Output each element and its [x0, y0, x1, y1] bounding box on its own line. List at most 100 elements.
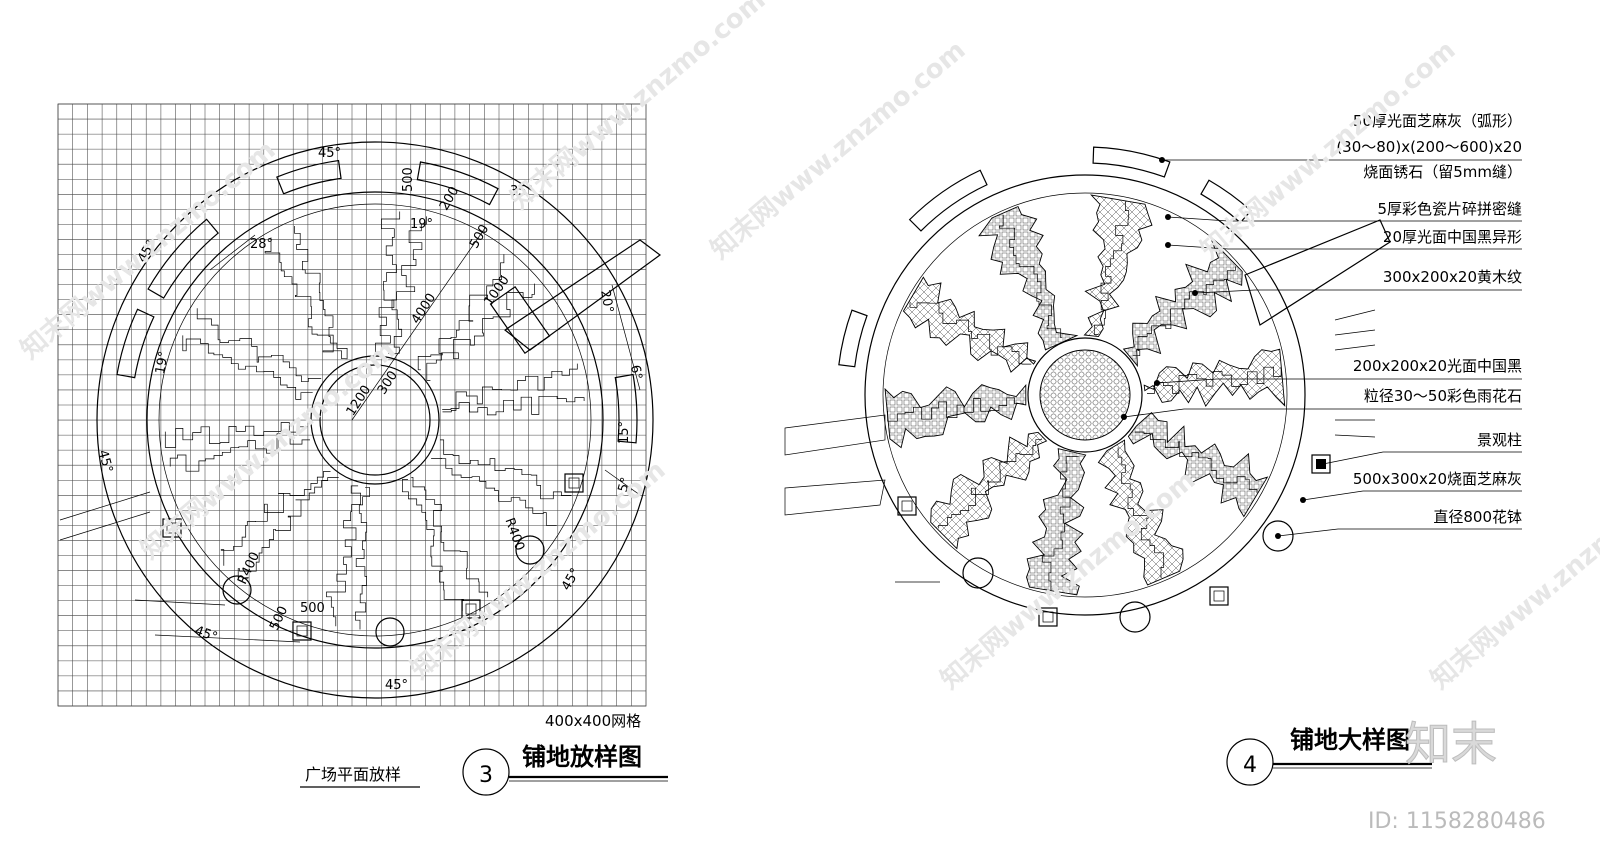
arc-bench	[147, 218, 220, 299]
dim-line-right2	[604, 469, 641, 496]
leader-dot	[1192, 290, 1198, 296]
paving-band	[1026, 448, 1087, 596]
material-label: (30～80)x(200～600)x20	[1336, 138, 1522, 156]
paving-band	[902, 276, 1037, 373]
dim-line-radial	[351, 227, 486, 421]
leader-line	[1302, 490, 1364, 501]
band-core	[1117, 447, 1165, 578]
band-core	[1134, 431, 1258, 494]
material-label: 粒径30～50彩色雨花石	[1364, 387, 1522, 405]
entrance-path	[503, 239, 662, 351]
detail-right-edge	[1334, 309, 1376, 438]
leader-line	[1156, 378, 1218, 384]
leader-line	[1167, 216, 1229, 222]
watermark-text: 知末网www.znzmo.com	[705, 35, 971, 265]
detail-title: 铺地大样图	[1290, 726, 1410, 754]
leader-dot	[1300, 497, 1306, 503]
material-label: 直径800花钵	[1433, 508, 1522, 526]
watermark-logo: 知末	[1405, 717, 1497, 771]
layout-grid	[57, 103, 646, 707]
arc-bench	[1200, 179, 1252, 224]
material-label: 200x200x20光面中国黑	[1353, 357, 1522, 375]
detail-column-2	[1038, 607, 1058, 627]
center-circle-outer	[310, 355, 440, 485]
leader-line	[1322, 451, 1384, 465]
grid-border	[57, 103, 647, 707]
leader-line	[1123, 408, 1185, 418]
dim-line-28	[209, 234, 256, 271]
black-granite-ring	[1027, 337, 1143, 453]
detail-pot-1	[962, 557, 994, 589]
leader-line	[1167, 244, 1229, 250]
detail-column-1-inner	[901, 500, 913, 512]
ray-edge	[264, 237, 346, 360]
material-label: 烧面锈石（留5mm缝）	[1363, 163, 1522, 181]
detail-inner-circle	[882, 192, 1288, 598]
drawing-number-4: 4	[1243, 753, 1257, 778]
outer-ring-circle	[96, 141, 654, 699]
ray-edge	[355, 486, 370, 630]
flower-pot-1	[222, 575, 252, 605]
leader-dot	[1275, 533, 1281, 539]
band-core	[887, 397, 1024, 422]
column-4	[461, 599, 481, 619]
dim-500-box: 500	[401, 167, 416, 192]
ray-edge	[182, 335, 313, 400]
dim-15: 15°	[617, 421, 632, 444]
paving-band	[1122, 239, 1243, 368]
detail-column-3-inner	[1213, 590, 1225, 602]
material-label: 5厚彩色瓷片碎拼密缝	[1377, 200, 1522, 218]
arc-bench	[1092, 146, 1171, 178]
entrance-bench	[489, 285, 551, 355]
dim-35: 35°	[510, 184, 533, 199]
dim-line-right	[611, 284, 641, 391]
arc-bench	[416, 161, 499, 206]
ray-edge	[326, 485, 361, 627]
paving-edge-circle	[158, 203, 592, 637]
band-core	[1093, 201, 1130, 335]
dim-20-right: 20°	[597, 289, 616, 314]
column-3	[292, 621, 312, 641]
inner-ring-circle	[146, 191, 604, 649]
arc-benches-left	[116, 159, 638, 444]
detail-entrance-path	[1244, 219, 1391, 326]
paving-band	[884, 384, 1027, 449]
dim-28: 28°	[250, 237, 273, 252]
dim-45-bottom: 45°	[385, 678, 408, 693]
material-label: 50厚光面芝麻灰（弧形）	[1353, 112, 1522, 130]
leader-dot	[1165, 242, 1171, 248]
detail-outer-circle	[864, 174, 1306, 616]
paving-band	[1097, 439, 1184, 586]
band-core	[1147, 366, 1282, 394]
leader-dot	[1121, 414, 1127, 420]
watermark-text: 知末网www.znzmo.com	[1425, 465, 1600, 695]
detail-pot-3	[1262, 520, 1294, 552]
flower-pot-2	[375, 617, 405, 647]
column-2	[564, 473, 584, 493]
leader-dot	[1154, 380, 1160, 386]
arc-benches-detail	[838, 146, 1252, 368]
dim-19-left: 19°	[153, 350, 172, 375]
drawing-number-circle-4	[1226, 738, 1274, 786]
column-1-inner	[166, 522, 178, 534]
ray-edge	[375, 211, 401, 353]
band-core	[1042, 456, 1079, 590]
watermark-text: 知末网www.znzmo.com	[505, 0, 771, 215]
dim-19-top: 19°	[410, 217, 433, 232]
watermark-id: ID: 1158280486	[1368, 809, 1546, 834]
paving-band	[1143, 348, 1286, 407]
detail-column-4	[1311, 454, 1331, 474]
leader-dot	[1165, 214, 1171, 220]
band-core	[1132, 266, 1236, 357]
jagged-rays-detail	[884, 194, 1286, 596]
arc-bench	[116, 308, 155, 379]
detail-column-3	[1209, 586, 1229, 606]
leader-dot	[1320, 461, 1326, 467]
pebble-center	[1039, 349, 1131, 441]
detail-column-1	[897, 496, 917, 516]
column-4-inner	[465, 603, 477, 615]
plan-subtitle: 广场平面放样	[305, 765, 401, 784]
arc-bench	[276, 159, 342, 195]
ray-edge	[237, 477, 339, 580]
